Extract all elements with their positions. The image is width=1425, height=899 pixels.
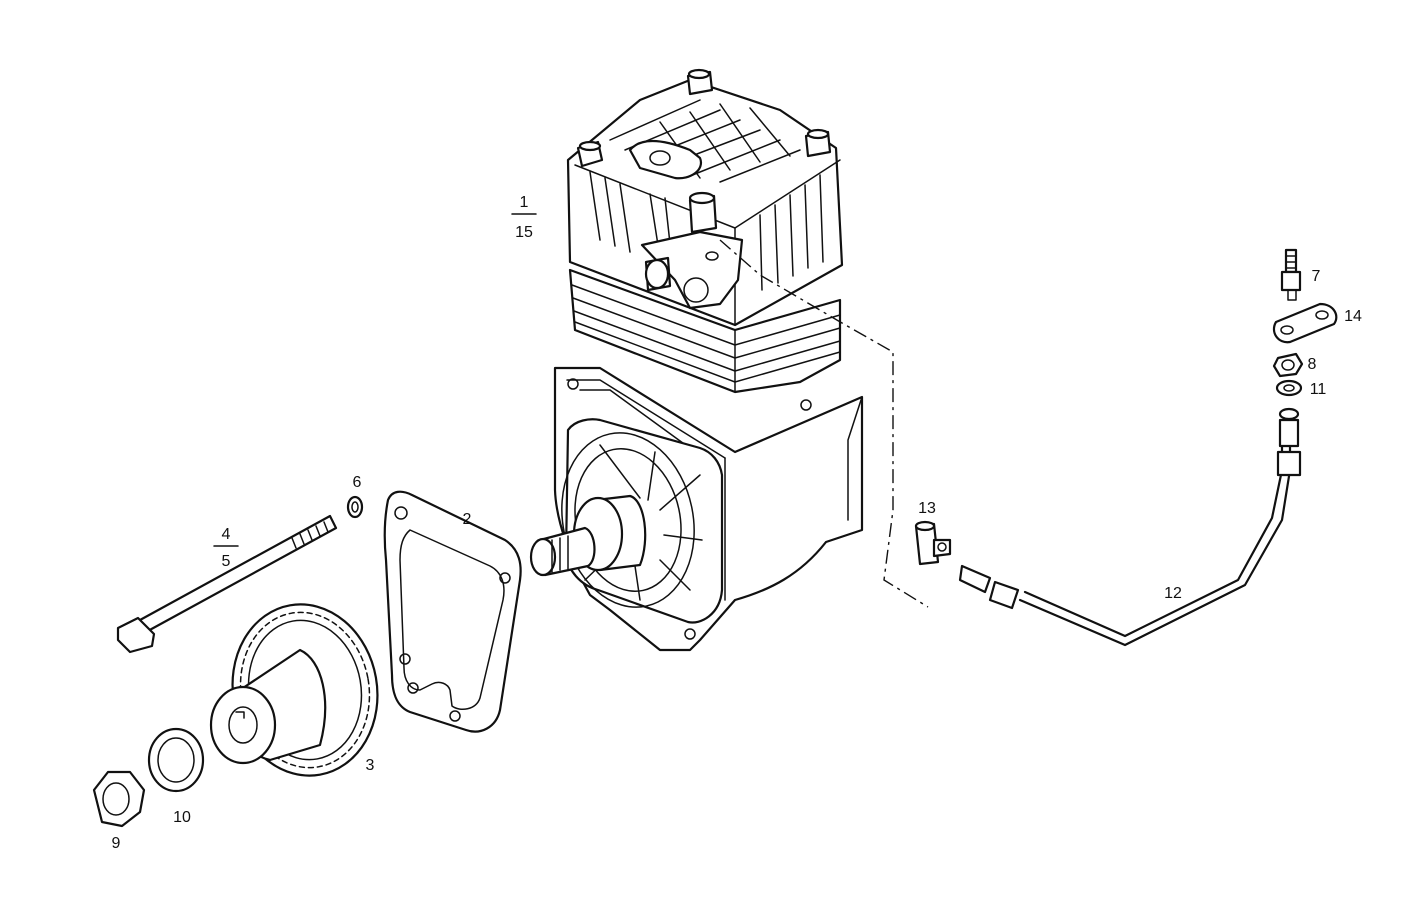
stud-part-7 [1280,248,1302,301]
callout-9: 9 [112,835,121,852]
plate-part-14 [1272,302,1338,344]
callout-1: 1 [520,194,529,211]
cylinder-barrel [568,268,842,394]
callout-6: 6 [353,474,362,491]
bolt-part-4-5 [116,514,338,654]
fitting-part-13 [914,520,952,566]
head-bolts [576,68,832,234]
nut-part-8 [1272,352,1304,378]
washer-part-11 [1275,379,1303,397]
callout-14: 14 [1344,308,1362,325]
callout-13: 13 [918,500,936,517]
callout-7: 7 [1312,268,1321,285]
compressor-assembly [529,68,929,652]
callout-12: 12 [1164,585,1182,602]
drive-gear-part-3 [209,603,379,777]
washer-part-6 [346,495,364,519]
callout-15: 15 [515,224,533,241]
pipe-part-12 [958,407,1302,647]
nut-part-9 [92,770,146,828]
gasket-part-2 [383,490,522,733]
callout-3: 3 [366,757,375,774]
callout-2: 2 [463,511,472,528]
inlet-flange [628,140,703,180]
callout-10: 10 [173,809,191,826]
drive-shaft [529,494,647,577]
callout-4: 4 [222,526,231,543]
callout-8: 8 [1308,356,1317,373]
callout-5: 5 [222,553,231,570]
lock-washer-part-10 [147,727,205,793]
alignment-line [719,239,929,608]
outlet-fitting [640,230,744,310]
callout-11: 11 [1310,381,1327,398]
